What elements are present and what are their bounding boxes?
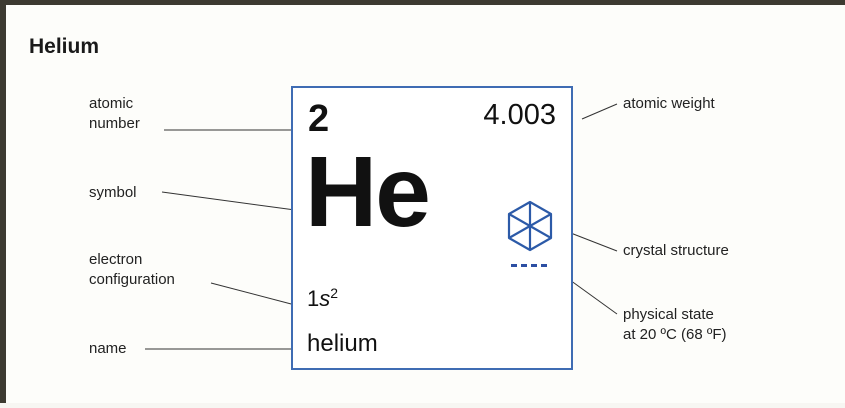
config-electron-count: 2 — [330, 285, 339, 301]
label-name: name — [89, 340, 127, 357]
label-electron-configuration: electron configuration — [89, 250, 175, 290]
label-physical-state: physical state at 20 ºC (68 ºF) — [623, 305, 727, 345]
page-title: Helium — [29, 35, 100, 58]
label-crystal-structure: crystal structure — [623, 242, 729, 259]
leader-electron-configuration — [210, 282, 296, 306]
label-atomic-number-line2: number — [89, 115, 140, 132]
leader-atomic-weight — [581, 103, 618, 120]
label-atomic-weight: atomic weight — [623, 95, 715, 112]
electron-configuration: 1s2 — [307, 285, 338, 312]
leader-lines — [145, 103, 618, 350]
element-card: 2 4.003 He 1s2 helium — [291, 86, 573, 370]
label-atomic-number: atomic number — [89, 94, 140, 134]
label-physical-state-line1: physical state — [623, 306, 714, 323]
label-symbol: symbol — [89, 184, 137, 201]
label-electron-config-line2: configuration — [89, 271, 175, 288]
label-electron-config-line1: electron — [89, 251, 143, 268]
config-orbital: s — [319, 286, 331, 311]
label-physical-state-line2: at 20 ºC (68 ºF) — [623, 326, 727, 343]
atomic-weight: 4.003 — [483, 99, 556, 131]
gas-dashes-icon — [511, 264, 547, 267]
element-name: helium — [307, 330, 378, 357]
element-symbol: He — [305, 136, 431, 248]
config-shell: 1 — [307, 286, 320, 311]
hexagonal-crystal-icon — [507, 200, 553, 252]
leader-symbol — [161, 191, 296, 211]
label-atomic-number-line1: atomic — [89, 95, 134, 112]
atomic-number: 2 — [308, 98, 330, 140]
